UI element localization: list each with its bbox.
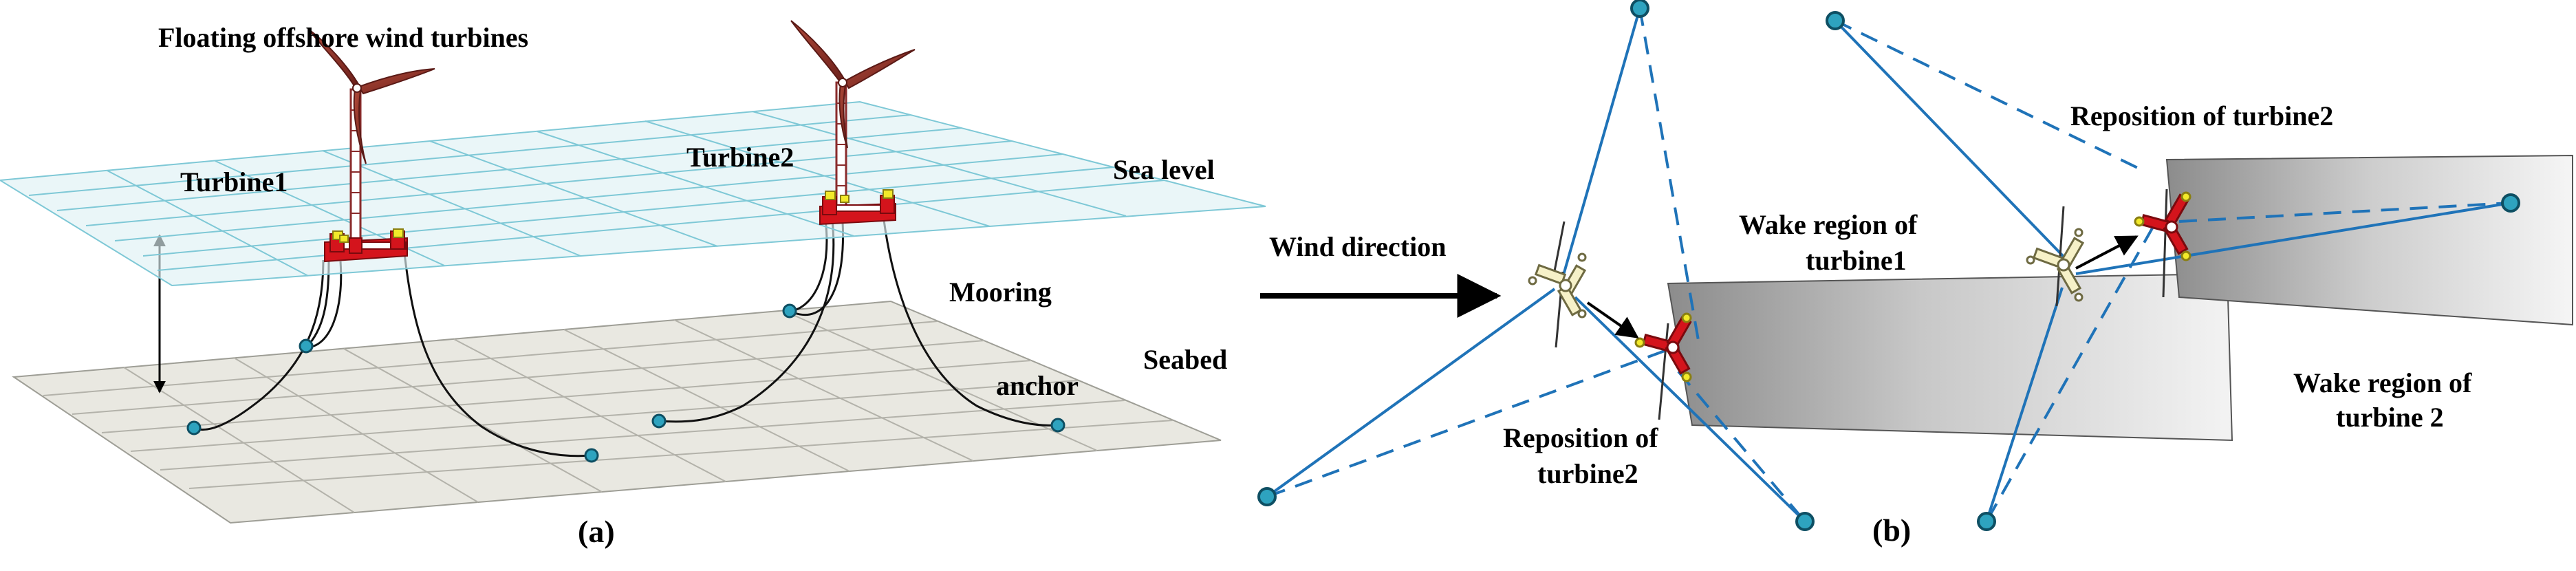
anchor-marker xyxy=(1795,512,1815,531)
turbine2-repositioned-right xyxy=(2134,188,2191,298)
turbine2-repositioned-left xyxy=(1634,312,1692,420)
title-floating-turbines: Floating offshore wind turbines xyxy=(158,22,528,53)
label-reposition-left-line1: Reposition of xyxy=(1503,422,1658,453)
reposition-arrow-right xyxy=(2075,235,2139,270)
anchors-a xyxy=(186,303,1065,463)
label-wake-turbine1-line1: Wake region of xyxy=(1739,209,1918,240)
caption-b: (b) xyxy=(1872,513,1911,548)
anchor-marker xyxy=(782,303,797,319)
label-sea-level: Sea level xyxy=(1113,154,1215,185)
mooring-lines-right xyxy=(1834,19,2511,522)
anchor-marker xyxy=(651,413,667,429)
turbine1-topview-right xyxy=(2026,206,2085,307)
anchor-marker xyxy=(2501,193,2520,213)
anchor-marker xyxy=(299,338,314,354)
label-wake-turbine2-line2: turbine 2 xyxy=(2336,402,2444,433)
reposition-arrow-left xyxy=(1586,301,1639,338)
label-wake-turbine2-line1: Wake region of xyxy=(2293,367,2472,398)
sea-level-plane xyxy=(0,100,1266,287)
anchor-marker xyxy=(584,448,599,463)
anchors-b xyxy=(1257,0,2520,531)
anchor-marker xyxy=(1257,487,1277,506)
anchor-marker xyxy=(1977,512,1996,531)
label-wind-direction: Wind direction xyxy=(1269,231,1446,262)
label-anchor: anchor xyxy=(996,370,1079,401)
seabed-plane xyxy=(12,300,1222,524)
anchor-marker xyxy=(186,420,202,435)
anchor-marker xyxy=(1826,11,1845,30)
turbine2-model xyxy=(790,20,916,226)
caption-a: (a) xyxy=(578,514,615,549)
mooring-lines-left xyxy=(1266,8,1806,523)
panel-a: Floating offshore wind turbines Turbine1… xyxy=(0,20,1266,549)
label-turbine1: Turbine1 xyxy=(180,166,288,197)
label-mooring: Mooring xyxy=(949,277,1052,308)
anchor-marker xyxy=(1630,0,1649,18)
label-wake-turbine1-line2: turbine1 xyxy=(1806,245,1907,276)
turbine1-topview xyxy=(1528,221,1587,348)
label-seabed: Seabed xyxy=(1143,344,1227,375)
panel-b: Wind direction Wake region of turbine1 R… xyxy=(1257,0,2573,548)
label-turbine2: Turbine2 xyxy=(686,142,794,173)
wake-region-turbine2 xyxy=(2165,154,2573,326)
label-reposition-left-line2: turbine2 xyxy=(1537,458,1638,489)
wake-region-turbine1 xyxy=(1667,272,2233,442)
label-reposition-right: Reposition of turbine2 xyxy=(2070,100,2333,131)
anchor-marker xyxy=(1050,418,1065,433)
turbine1-model xyxy=(307,28,435,263)
